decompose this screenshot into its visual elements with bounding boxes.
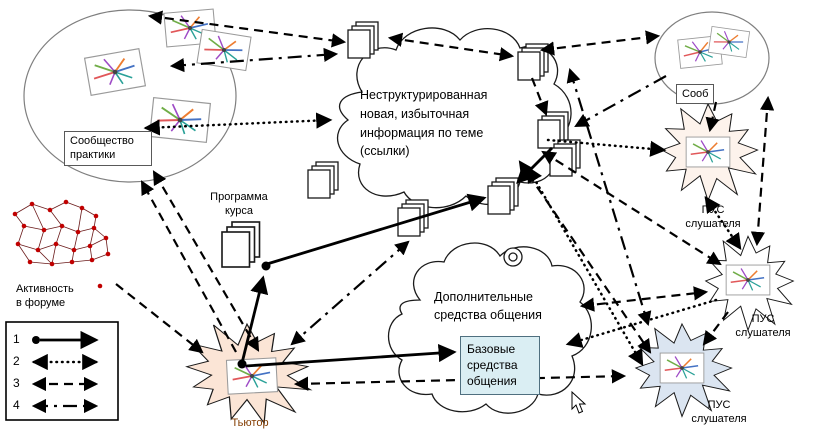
forum-activity-graph — [12, 199, 111, 289]
course-program-doc-stack — [221, 221, 261, 268]
diagram-arrows — [115, 10, 775, 391]
community-small-label: Сооб — [676, 84, 715, 105]
doc-stack — [397, 199, 429, 237]
mindmap-thumbnail — [725, 264, 771, 296]
legend-item-3: 3 — [13, 376, 20, 390]
mindmap-thumbnail — [659, 352, 705, 384]
cloud-top-text: Неструктурированная новая, избыточная ин… — [360, 88, 488, 159]
thought-bubble-circle-inner — [508, 252, 518, 262]
legend-item-4: 4 — [13, 398, 20, 412]
connection-dot — [237, 359, 247, 369]
legend-item-2: 2 — [13, 354, 20, 368]
course-program-label: Программа курса — [210, 191, 268, 218]
legend — [5, 321, 119, 421]
legend-item-1: 1 — [13, 332, 20, 346]
connection-dot — [261, 261, 271, 271]
community-label: Сообщество практики — [64, 131, 152, 166]
pus-label-top: ПУС слушателя — [685, 204, 741, 231]
cloud-bottom-text: Дополнительные средства общения — [434, 290, 542, 323]
tutor-label: Тьютор — [231, 417, 269, 429]
doc-stack — [307, 161, 339, 199]
mouse-cursor-icon — [571, 390, 587, 414]
doc-stack — [549, 139, 581, 177]
forum-activity-label: Активность в форуме — [16, 283, 74, 310]
pus-label-bottom: ПУС слушателя — [691, 399, 747, 426]
pus-label-middle: ПУС слушателя — [735, 313, 791, 340]
doc-stack — [347, 21, 379, 59]
mindmap-thumbnail — [148, 96, 212, 144]
mindmap-thumbnail — [685, 136, 731, 168]
mindmap-thumbnail — [707, 25, 751, 59]
basic-means-box: Базовые средства общения — [460, 336, 540, 395]
doc-stack — [487, 177, 519, 215]
